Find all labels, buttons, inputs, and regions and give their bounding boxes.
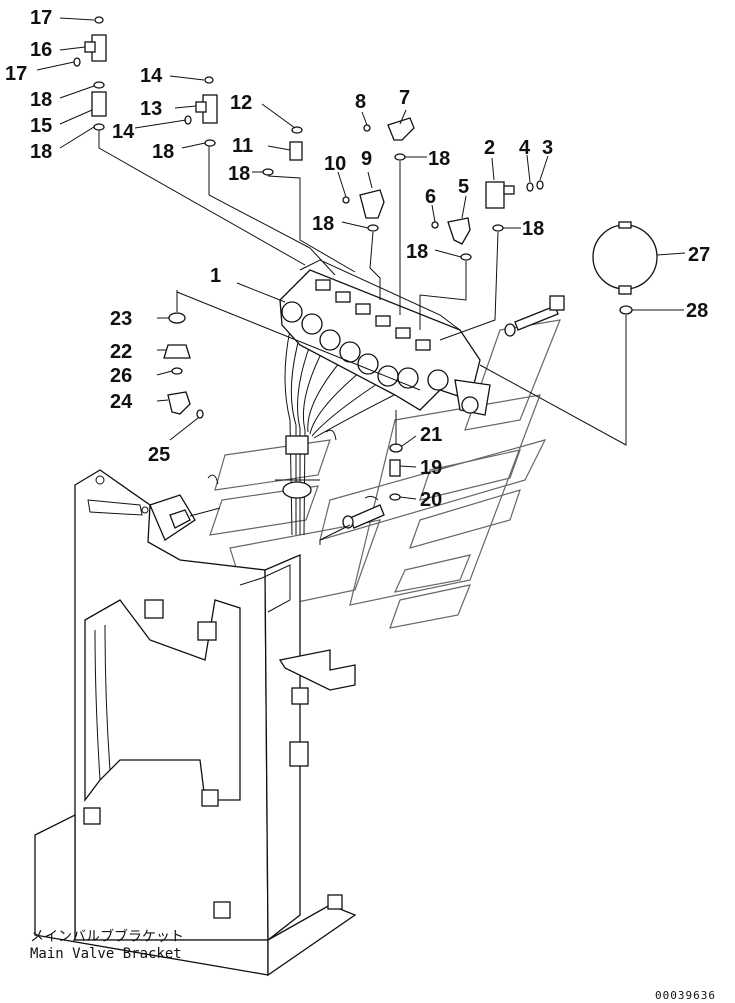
callout-18: 18 [406,241,428,263]
hose-bundle [275,329,401,536]
callout-5: 5 [458,176,469,198]
callout-18: 18 [522,218,544,240]
callout-28: 28 [686,300,708,322]
callout-2: 2 [484,137,495,159]
callout-17: 17 [30,7,52,29]
callout-27: 27 [688,244,710,266]
document-number: 00039636 [655,989,716,1002]
callout-6: 6 [425,186,436,208]
callout-9: 9 [361,148,372,170]
callout-18: 18 [30,141,52,163]
callout-10: 10 [324,153,346,175]
callout-18: 18 [428,148,450,170]
caption-japanese: メインバルブブラケット [30,928,184,945]
main-valve-bracket [34,469,357,977]
callout-18: 18 [152,141,174,163]
callout-24: 24 [110,391,133,413]
callout-26: 26 [110,365,132,387]
accumulator [592,221,658,295]
callout-23: 23 [110,308,132,330]
callout-4: 4 [519,137,531,159]
callout-7: 7 [399,87,410,109]
callout-19: 19 [420,457,442,479]
callout-labels: 17 16 17 14 18 15 13 12 14 18 18 8 7 11 … [5,7,710,511]
callout-16: 16 [30,39,52,61]
callout-14: 14 [140,65,163,87]
callout-15: 15 [30,115,52,137]
callout-13: 13 [140,98,162,120]
callout-1: 1 [210,265,221,287]
callout-8: 8 [355,91,366,113]
caption-english: Main Valve Bracket [30,946,182,962]
callout-18: 18 [312,213,334,235]
callout-17: 17 [5,63,27,85]
control-valve-assembly [279,259,491,416]
callout-21: 21 [420,424,442,446]
leader-lines [36,17,686,545]
callout-25: 25 [148,444,170,466]
callout-3: 3 [542,137,553,159]
callout-18: 18 [228,163,250,185]
fittings [73,16,633,529]
callout-14: 14 [112,121,135,143]
callout-12: 12 [230,92,252,114]
callout-20: 20 [420,489,442,511]
mounting-bolt [504,295,565,337]
callout-18: 18 [30,89,52,111]
callout-22: 22 [110,341,132,363]
callout-11: 11 [232,135,253,157]
